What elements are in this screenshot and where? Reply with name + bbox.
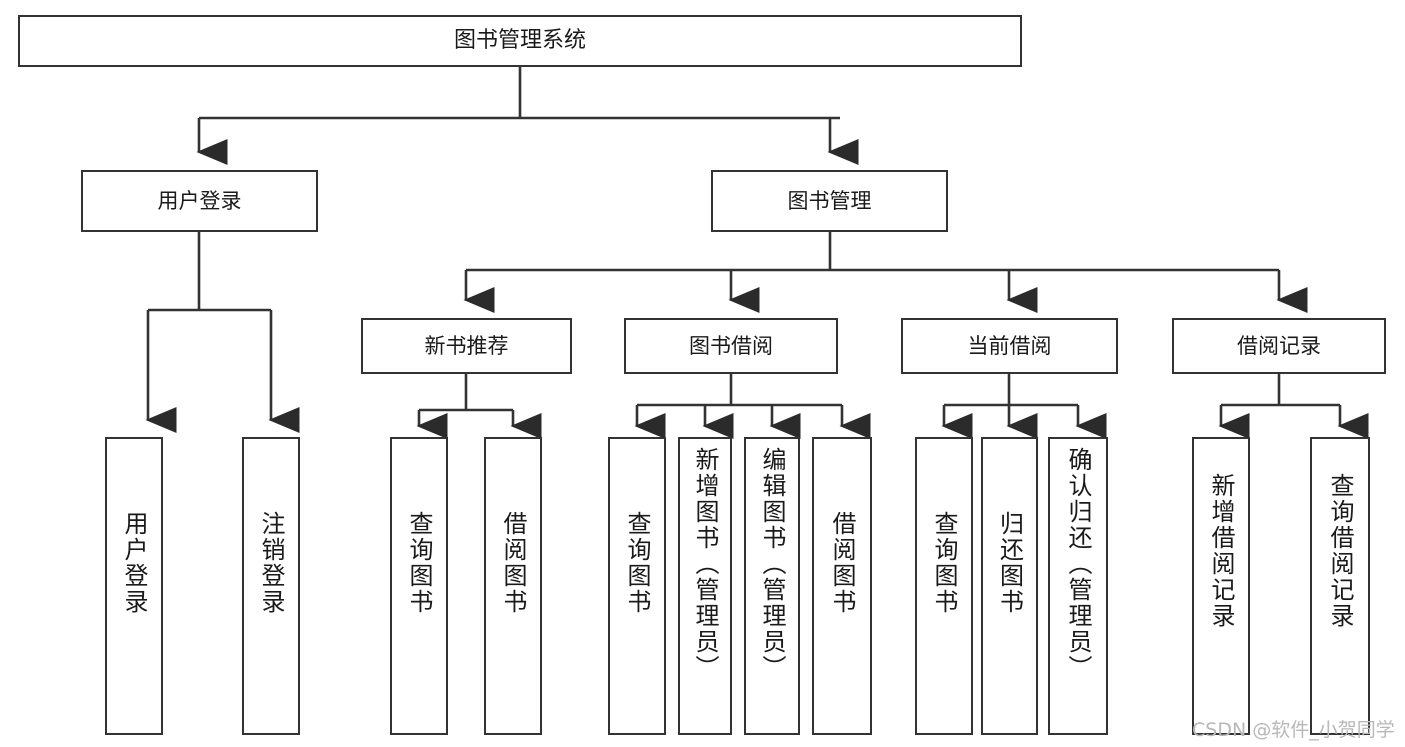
leaf-add-book-admin-label: 新增图书（管理员）: [691, 447, 719, 681]
leaf-query-book-borrow[interactable]: 查询图书: [608, 437, 666, 735]
leaf-query-borrow-record[interactable]: 查询借阅记录: [1310, 437, 1370, 735]
leaf-edit-book-admin[interactable]: 编辑图书（管理员）: [744, 437, 800, 735]
leaf-add-book-admin[interactable]: 新增图书（管理员）: [678, 437, 732, 735]
leaf-confirm-return-admin-label: 确认归还（管理员）: [1064, 447, 1092, 681]
leaf-borrow-book-recommend[interactable]: 借阅图书: [484, 437, 542, 735]
node-root[interactable]: 图书管理系统: [18, 15, 1022, 67]
node-new-book-recommend[interactable]: 新书推荐: [361, 318, 572, 374]
node-borrow-record[interactable]: 借阅记录: [1172, 318, 1386, 374]
leaf-return-book-label: 归还图书: [995, 511, 1024, 615]
node-borrow-record-label: 借阅记录: [1237, 333, 1321, 358]
node-book-management-label: 图书管理: [787, 188, 872, 213]
leaf-borrow-book-borrow-label: 借阅图书: [828, 511, 856, 615]
node-user-login-label: 用户登录: [157, 188, 242, 213]
node-book-borrow-label: 图书借阅: [689, 333, 773, 358]
leaf-query-book-recommend[interactable]: 查询图书: [390, 437, 448, 735]
leaf-query-book-borrow-label: 查询图书: [623, 511, 651, 615]
node-root-label: 图书管理系统: [453, 28, 586, 54]
node-new-book-recommend-label: 新书推荐: [424, 333, 509, 358]
leaf-edit-book-admin-label: 编辑图书（管理员）: [758, 447, 786, 681]
leaf-borrow-book-recommend-label: 借阅图书: [499, 511, 527, 615]
watermark: CSDN @软件_小贺同学: [1192, 719, 1395, 741]
leaf-query-book-current[interactable]: 查询图书: [915, 437, 973, 735]
node-current-borrow[interactable]: 当前借阅: [901, 318, 1118, 374]
node-current-borrow-label: 当前借阅: [967, 333, 1052, 358]
leaf-borrow-book-borrow[interactable]: 借阅图书: [812, 437, 872, 735]
node-user-login[interactable]: 用户登录: [81, 170, 318, 232]
node-book-borrow[interactable]: 图书借阅: [624, 318, 838, 374]
leaf-user-login-label: 用户登录: [120, 511, 148, 615]
leaf-confirm-return-admin[interactable]: 确认归还（管理员）: [1048, 437, 1108, 735]
leaf-return-book[interactable]: 归还图书: [981, 437, 1038, 735]
leaf-query-book-recommend-label: 查询图书: [405, 511, 433, 615]
leaf-query-borrow-record-label: 查询借阅记录: [1326, 473, 1354, 629]
leaf-add-borrow-record-label: 新增借阅记录: [1207, 473, 1235, 629]
leaf-add-borrow-record[interactable]: 新增借阅记录: [1192, 437, 1250, 735]
leaf-logout-label: 注销登录: [257, 511, 285, 615]
leaf-query-book-current-label: 查询图书: [930, 511, 958, 615]
node-book-management[interactable]: 图书管理: [711, 170, 948, 232]
leaf-logout[interactable]: 注销登录: [242, 437, 300, 735]
leaf-user-login[interactable]: 用户登录: [105, 437, 163, 735]
